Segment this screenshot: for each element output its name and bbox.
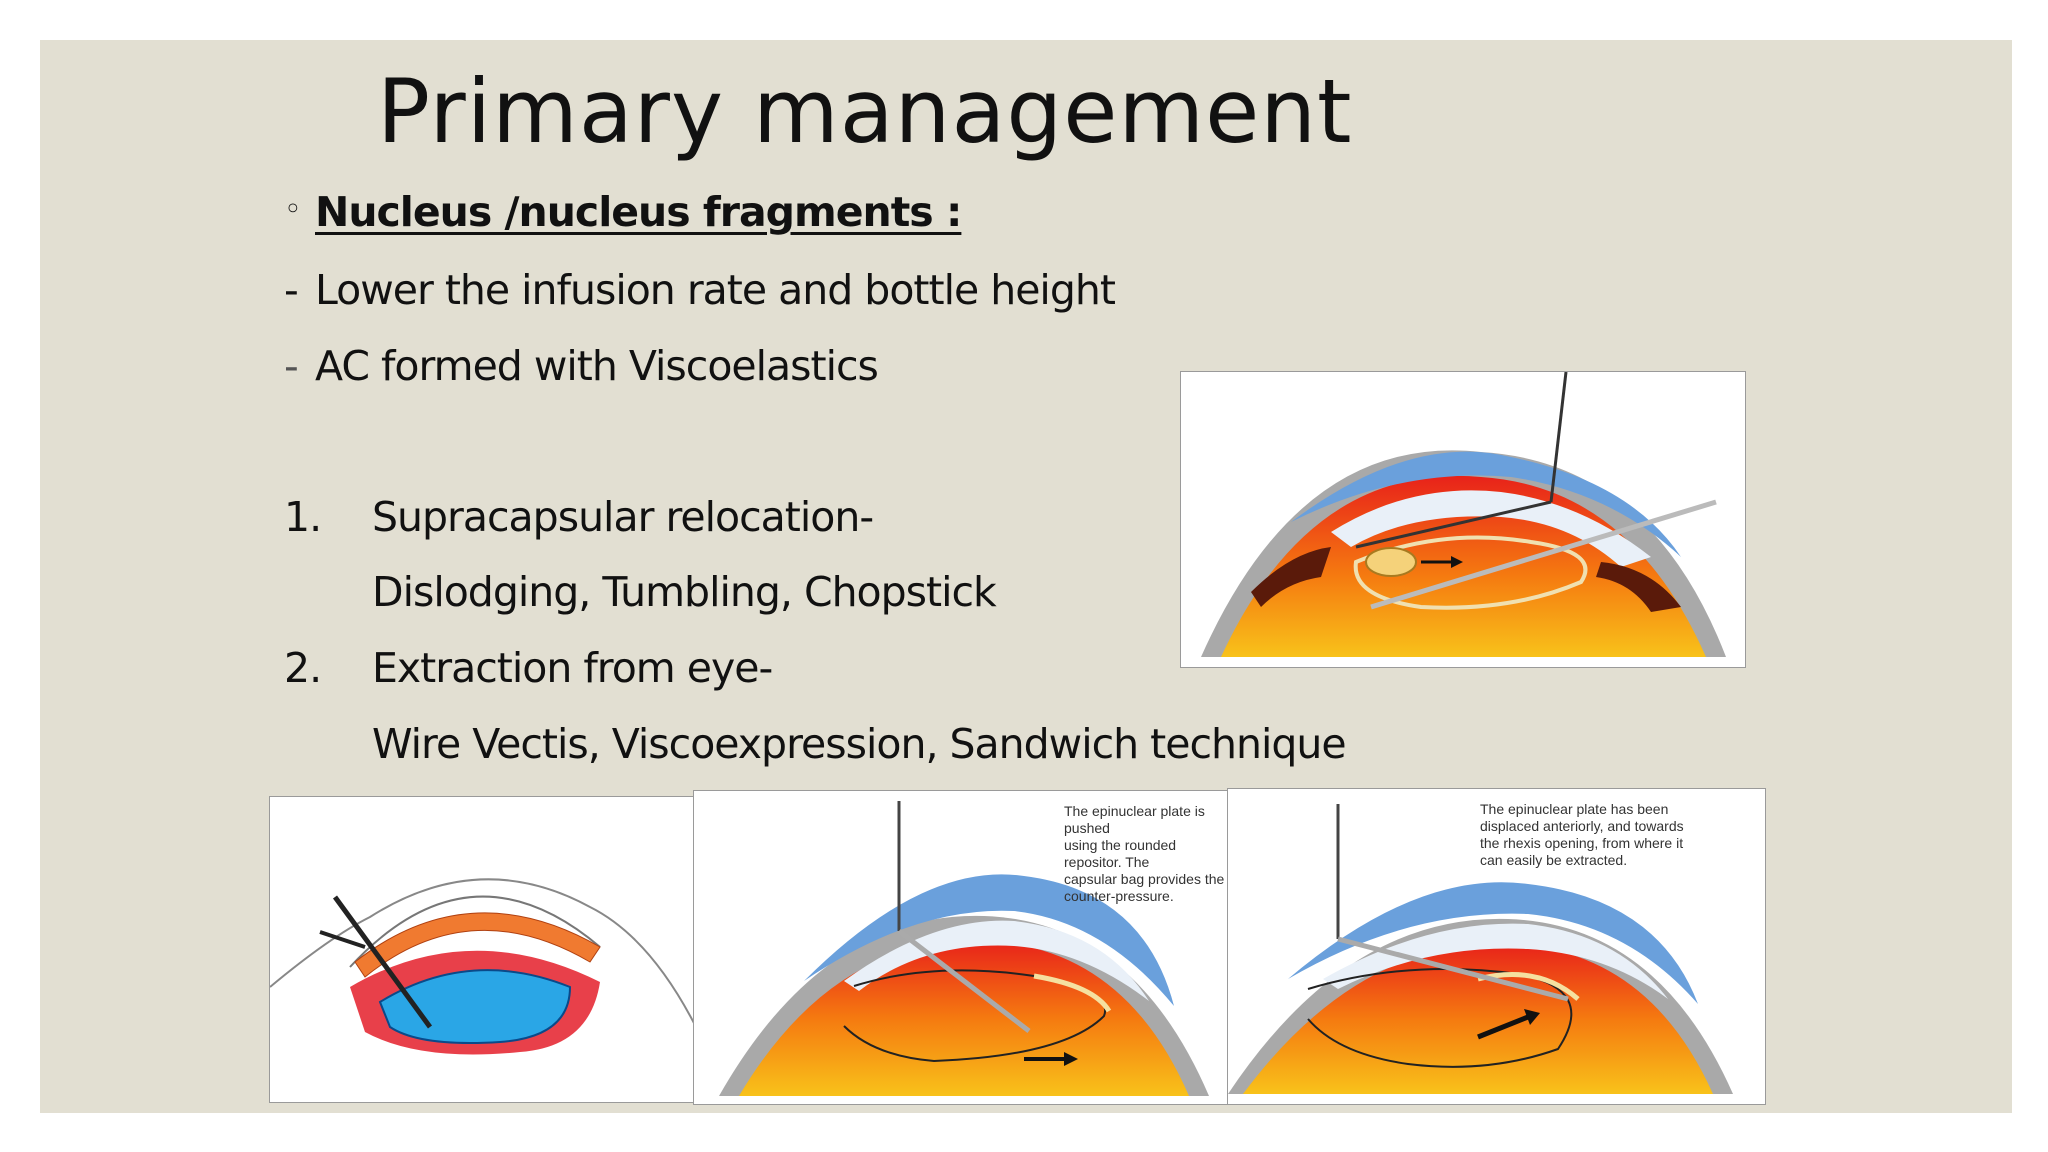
number-1: 1. bbox=[284, 493, 322, 541]
dash-marker-1: - bbox=[284, 266, 299, 314]
middle-caption-line: using the rounded repositor. The bbox=[1064, 837, 1177, 870]
numbered-item-1-detail: Dislodging, Tumbling, Chopstick bbox=[372, 568, 997, 616]
figure-eye-repositor: The epinuclear plate is pushed using the… bbox=[693, 790, 1230, 1105]
figure-eye-chopstick bbox=[1180, 371, 1746, 668]
dash-item-2: AC formed with Viscoelastics bbox=[315, 342, 879, 390]
right-figure-caption: The epinuclear plate has been displaced … bbox=[1480, 801, 1684, 869]
middle-caption-line: The epinuclear plate is pushed bbox=[1064, 803, 1205, 836]
numbered-item-2: Extraction from eye- bbox=[372, 644, 773, 692]
right-caption-line: the rhexis opening, from where it bbox=[1480, 835, 1684, 851]
number-2: 2. bbox=[284, 644, 322, 692]
dash-marker-2: - bbox=[284, 342, 299, 390]
figure-eye-displaced: The epinuclear plate has been displaced … bbox=[1227, 788, 1766, 1105]
middle-figure-caption: The epinuclear plate is pushed using the… bbox=[1064, 803, 1229, 905]
heading-bullet-marker: ◦ bbox=[284, 192, 302, 227]
right-caption-line: The epinuclear plate has been bbox=[1480, 801, 1669, 817]
middle-caption-line: counter-pressure. bbox=[1064, 888, 1174, 904]
right-caption-line: displaced anteriorly, and towards bbox=[1480, 818, 1684, 834]
figure-eye-viscoexpression bbox=[269, 796, 697, 1103]
right-caption-line: can easily be extracted. bbox=[1480, 852, 1628, 868]
middle-caption-line: capsular bag provides the bbox=[1064, 871, 1225, 887]
heading-text: Nucleus /nucleus fragments : bbox=[315, 188, 962, 236]
numbered-item-2-detail: Wire Vectis, Viscoexpression, Sandwich t… bbox=[372, 720, 1347, 768]
slide-title: Primary management bbox=[377, 60, 1353, 163]
slide: Primary management ◦ Nucleus /nucleus fr… bbox=[40, 40, 2012, 1113]
dash-item-1: Lower the infusion rate and bottle heigh… bbox=[315, 266, 1116, 314]
numbered-item-1: Supracapsular relocation- bbox=[372, 493, 874, 541]
